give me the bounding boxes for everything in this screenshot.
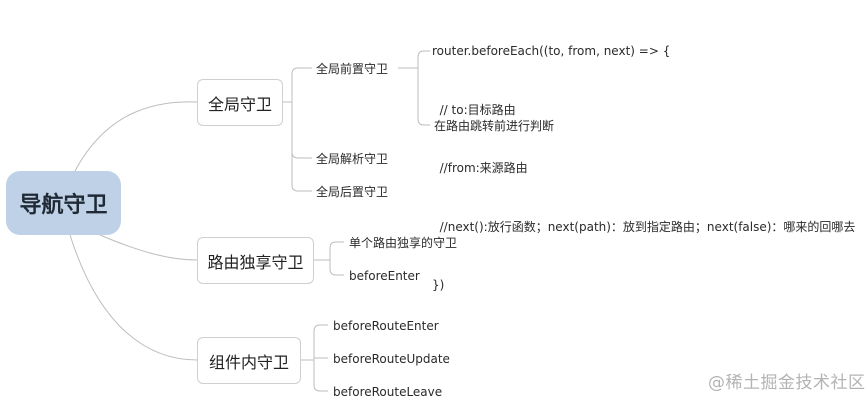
watermark: @稀土掘金技术社区 <box>708 373 866 393</box>
root-node: 导航守卫 <box>6 171 121 235</box>
connector-root-global <box>74 101 198 172</box>
leaf-global-after-guard: 全局后置守卫 <box>316 185 389 199</box>
leaf-global-before-guard: 全局前置守卫 <box>316 62 389 76</box>
code-line: //next():放行函数；next(path)：放到指定路由；next(fal… <box>432 219 856 234</box>
connector-global-after <box>291 152 312 192</box>
branch-route-exclusive-guards: 路由独享守卫 <box>197 237 314 284</box>
connector-global-before <box>291 67 312 102</box>
leaf-global-resolve-guard: 全局解析守卫 <box>316 152 389 166</box>
connector-route-enter <box>329 260 344 276</box>
code-line: router.beforeEach((to, from, next) => { <box>432 44 671 58</box>
connector-component-leave <box>313 360 328 392</box>
connector-global-resolve <box>291 102 312 159</box>
connector-root-route <box>99 234 198 261</box>
code-line: //from:来源路由 <box>432 161 528 175</box>
connector-before-code <box>417 50 430 68</box>
leaf-single-route-guard: 单个路由独享的守卫 <box>349 236 458 250</box>
leaf-before-route-enter: beforeRouteEnter <box>333 319 439 333</box>
note-before-route-judge: 在路由跳转前进行判断 <box>434 119 555 133</box>
connector-root-component <box>69 234 198 361</box>
branch-component-guards: 组件内守卫 <box>197 337 301 384</box>
connector-before-note <box>417 68 430 126</box>
branch-global-guards: 全局守卫 <box>197 79 283 126</box>
leaf-before-route-update: beforeRouteUpdate <box>333 352 450 366</box>
code-line: // to:目标路由 <box>432 102 516 117</box>
connector-component-enter <box>313 324 328 360</box>
leaf-before-route-leave: beforeRouteLeave <box>333 385 443 399</box>
code-before-each: router.beforeEach((to, from, next) => { … <box>432 3 855 315</box>
code-line: }) <box>432 278 445 292</box>
connector-route-single <box>329 241 344 260</box>
leaf-before-enter: beforeEnter <box>349 269 420 283</box>
